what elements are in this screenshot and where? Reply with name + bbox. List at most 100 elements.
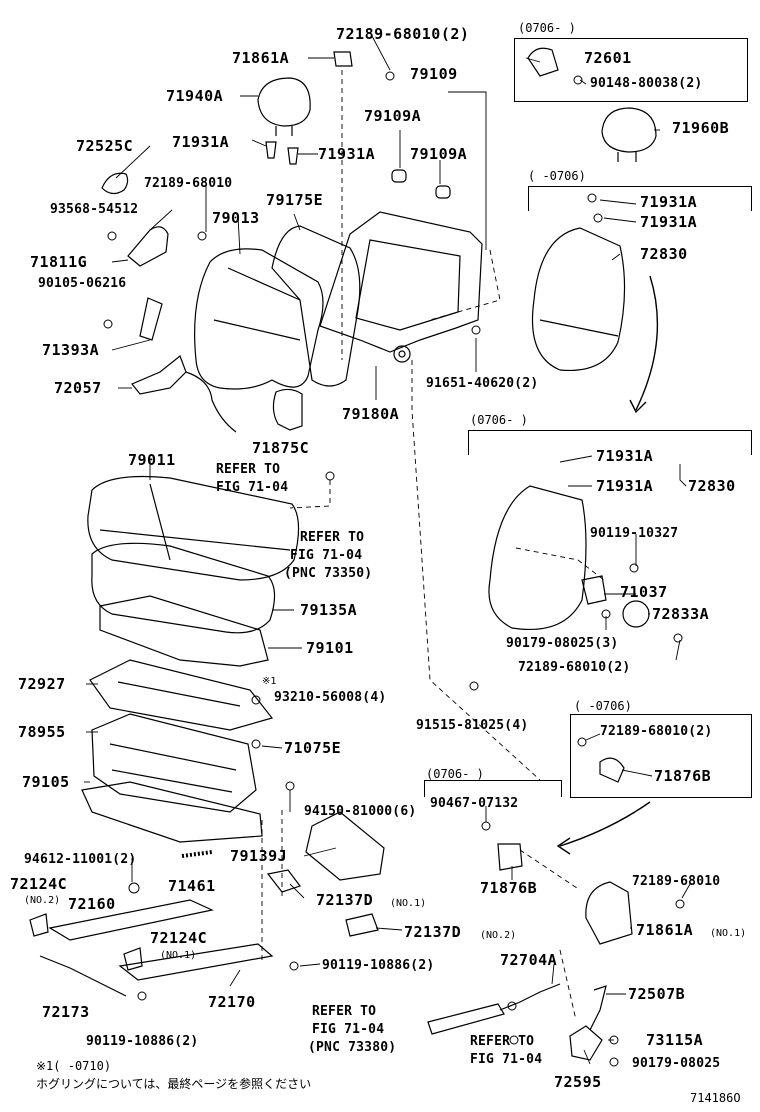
part-71811g [127,226,169,267]
note-no2-b: (NO.2) [480,930,517,941]
label-71861a-2: 71861A [636,921,694,939]
label-71940a: 71940A [166,87,224,105]
label-90467-07132: 90467-07132 [430,796,519,811]
bar-72173 [39,955,127,997]
seat-pad-79135a [91,542,276,634]
label-90179-08025-b: 90179-08025 [632,1056,721,1071]
label-72124c-1: 72124C [10,875,68,893]
part-71876b-2 [599,757,625,783]
label-72595: 72595 [554,1073,602,1091]
cover-72137d-2 [345,913,379,937]
period-from-0706-a: (0706- ) [518,21,576,35]
refer3-line2: FIG 71-04 [312,1022,385,1037]
label-72927: 72927 [18,675,66,693]
part-72057 [131,355,187,395]
footnote-star1: ※1( -0710) [36,1059,112,1073]
part-71876b-1 [497,843,523,871]
arrow-upper [635,275,659,411]
bracket-90467 [424,780,562,797]
part-72833a [622,600,650,628]
label-93210-56008-4: 93210-56008(4) [274,690,387,705]
label-72601: 72601 [584,49,632,67]
part-72601 [527,47,559,77]
label-72525c: 72525C [76,137,134,155]
seatback-79175e [271,225,361,387]
figure-id: 714186O [690,1091,741,1105]
label-72189-68010-mid: 72189-68010 [144,176,233,191]
footnote-japanese: ホグリングについては、最終ページを参照ください [36,1077,312,1091]
part-72595 [569,1025,603,1061]
seatback-72830-a [531,227,626,372]
refer3-line1: REFER TO [312,1004,377,1019]
label-79013: 79013 [212,209,260,227]
label-71931a-2: 71931A [318,145,376,163]
label-71960b: 71960B [672,119,730,137]
label-72189-68010-2-c: 72189-68010(2) [518,660,631,675]
seat-wire-79101 [99,595,269,667]
label-72137d-2: 72137D [404,923,462,941]
label-71037: 71037 [620,583,668,601]
box-72601 [514,38,748,102]
label-72189-68010-2-box: 72189-68010(2) [600,724,713,739]
label-72704a: 72704A [500,951,558,969]
label-72833a: 72833A [652,605,710,623]
label-71075e: 71075E [284,739,342,757]
label-79109a-1: 79109A [364,107,422,125]
rail-72160 [48,899,214,941]
label-90105-06216: 90105-06216 [38,276,127,291]
label-79011: 79011 [128,451,176,469]
refer2-line3: (PNC 73350) [284,566,373,581]
label-90148-80038-2: 90148-80038(2) [590,76,703,91]
label-79101: 79101 [306,639,354,657]
label-71931a-1: 71931A [172,133,230,151]
seat-cushion-79011 [87,475,300,581]
label-94150-81000-6: 94150-81000(6) [304,804,417,819]
label-72137d-1: 72137D [316,891,374,909]
box-71876b [570,714,752,798]
note-no1-b: (NO.1) [160,950,197,961]
label-93568-54512: 93568-54512 [50,202,139,217]
period-to-0706-b: ( -0706) [574,699,632,713]
label-71876b-1: 71876B [480,879,538,897]
part-72507b [589,985,607,1031]
label-90119-10886-2-b: 90119-10886(2) [86,1034,199,1049]
label-71876b-2: 71876B [654,767,712,785]
seatback-79013 [194,248,324,390]
note-no1-a: (NO.1) [390,898,427,909]
period-from-0706-b: (0706- ) [470,413,528,427]
part-79139j [305,811,385,881]
label-71931a-3: 71931A [640,193,698,211]
label-71931a-4: 71931A [640,213,698,231]
part-71861a-2 [585,881,633,945]
label-79175e: 79175E [266,191,324,209]
label-72830-2: 72830 [688,477,736,495]
part-71393a [139,297,163,341]
label-78955: 78955 [18,723,66,741]
label-72830-1: 72830 [640,245,688,263]
part-72525c [101,172,129,195]
rail-72170 [118,943,274,981]
bracket-72830-lower [468,430,752,455]
belt-strap [427,1003,505,1035]
adjuster-79105 [81,781,263,843]
headrest-71960b [601,107,657,153]
label-72173: 72173 [42,1003,90,1021]
part-71037 [581,575,607,605]
label-71461: 71461 [168,877,216,895]
period-from-0706-c: (0706- ) [426,767,484,781]
refer1-line2: FIG 71-04 [216,480,289,495]
label-72507b: 72507B [628,985,686,1003]
period-to-0706-a: ( -0706) [528,169,586,183]
bracket-71931a-upper [528,186,752,211]
label-72057: 72057 [54,379,102,397]
seat-frame-78955 [91,713,257,813]
label-73115a: 73115A [646,1031,704,1049]
label-79105: 79105 [22,773,70,791]
note-no1-c: (NO.1) [710,928,747,939]
seat-pan-72927 [89,659,274,731]
label-72160: 72160 [68,895,116,913]
label-94612-11001-2: 94612-11001(2) [24,852,137,867]
refer2-line1: REFER TO [300,530,365,545]
label-72124c-2: 72124C [150,929,208,947]
